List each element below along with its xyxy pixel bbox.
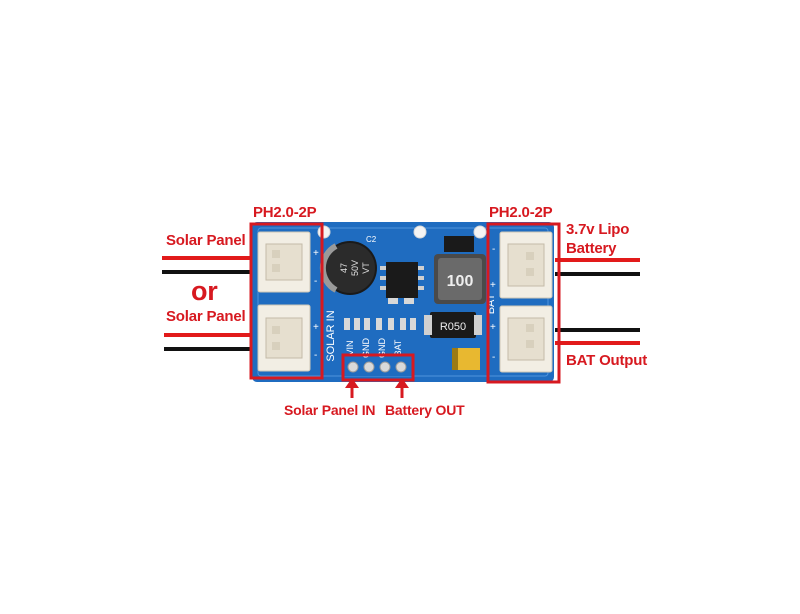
arrow-battery-out	[395, 378, 409, 398]
ic-chip	[380, 262, 424, 298]
capacitor-text-3: VT	[361, 262, 371, 274]
mounting-hole	[317, 225, 331, 239]
label-battery-out: Battery OUT	[385, 402, 465, 418]
label-ph-right: PH2.0-2P	[489, 204, 553, 221]
pin-label-gnd-2: GND	[377, 338, 387, 359]
pin-label-gnd-1: GND	[361, 338, 371, 359]
smd-component	[388, 298, 398, 304]
minus-sign: -	[492, 352, 495, 363]
label-or: or	[191, 276, 218, 306]
minus-sign: -	[314, 276, 317, 287]
label-solar-panel-top: Solar Panel	[166, 232, 246, 249]
capacitor-text-2: 50V	[350, 260, 360, 276]
smd-component	[404, 298, 414, 304]
smd-component	[410, 318, 416, 330]
pin-label-vin: VIN	[345, 340, 355, 355]
label-solar-panel-bottom: Solar Panel	[166, 308, 246, 325]
jst-connector-right-top	[499, 231, 553, 299]
minus-sign: -	[492, 244, 495, 255]
resistor-label: R050	[440, 321, 466, 333]
label-lipo-line1: 3.7v Lipo	[566, 221, 630, 238]
smd-component	[400, 318, 406, 330]
jst-connector-right-bottom	[499, 305, 553, 373]
mounting-hole	[473, 225, 487, 239]
plus-sign: +	[313, 248, 319, 259]
electrolytic-capacitor: 47 50V VT	[319, 241, 377, 295]
highlight-box-header-pins	[341, 353, 415, 382]
label-lipo-line2: Battery	[566, 240, 617, 257]
tantalum-capacitor	[452, 348, 480, 370]
header-pins	[344, 358, 412, 376]
inductor: 100	[434, 254, 486, 304]
minus-sign: -	[314, 350, 317, 361]
current-sense-resistor: R050	[424, 312, 482, 338]
plus-sign: +	[313, 322, 319, 333]
smd-component	[354, 318, 360, 330]
transistor	[444, 236, 474, 252]
highlight-box-left-connectors	[249, 222, 324, 380]
smd-component	[376, 318, 382, 330]
pin-label-bat: BAT	[393, 339, 403, 356]
plus-sign: +	[490, 322, 496, 333]
highlight-box-right-connectors	[486, 222, 561, 384]
capacitor-ref: C2	[366, 235, 377, 244]
label-solar-panel-in: Solar Panel IN	[284, 402, 376, 418]
mounting-hole	[413, 225, 427, 239]
arrow-solar-panel-in	[345, 378, 359, 398]
jst-connector-left-bottom	[257, 304, 311, 372]
label-ph-left: PH2.0-2P	[253, 204, 317, 221]
silk-solar-in: SOLAR IN	[325, 310, 337, 361]
label-bat-output: BAT Output	[566, 352, 648, 369]
plus-sign: +	[490, 280, 496, 291]
capacitor-text-1: 47	[339, 263, 349, 273]
inductor-label: 100	[447, 273, 474, 290]
smd-component	[388, 318, 394, 330]
smd-component	[344, 318, 350, 330]
jst-connector-left-top	[257, 231, 311, 293]
smd-component	[364, 318, 370, 330]
